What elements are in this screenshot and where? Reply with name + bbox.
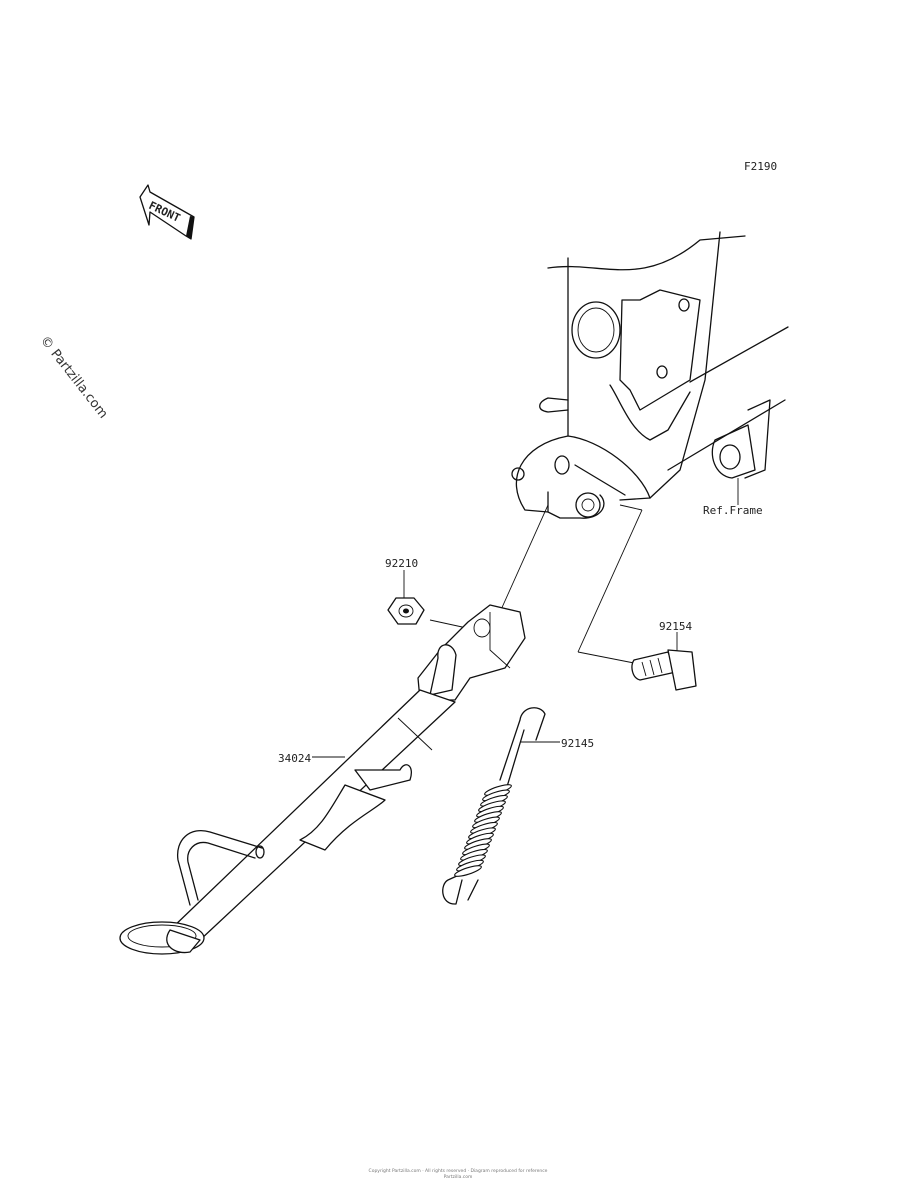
bolt-part: [631, 649, 697, 691]
spring-coil: [454, 865, 482, 877]
spring-part: [442, 707, 546, 905]
assembly-lines: [312, 504, 678, 758]
front-arrow-icon: FRONT: [139, 184, 195, 240]
spring-part-number: 92145: [561, 737, 594, 750]
stand-part-number: 34024: [278, 752, 311, 765]
bolt-part-number: 92154: [659, 620, 692, 633]
frame-ref-label: Ref.Frame: [703, 504, 763, 517]
diagram-code: F2190: [744, 160, 777, 173]
footer-site: Partzilla.com: [444, 1174, 473, 1180]
nut-part-number: 92210: [385, 557, 418, 570]
watermark-text: © Partzilla.com: [37, 333, 111, 421]
footer-copyright: Copyright Partzilla.com · All rights res…: [369, 1168, 548, 1174]
side-stand-part: [119, 604, 526, 955]
nut-part: [387, 597, 425, 625]
frame-drawing: [511, 231, 789, 519]
